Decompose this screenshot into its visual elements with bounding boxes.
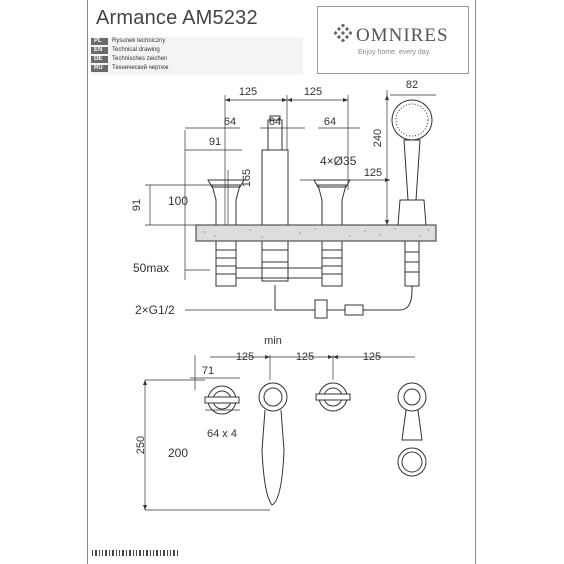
language-code: RU: [91, 65, 108, 72]
brand-logo-box: OMNIRES Enjoy home. every day.: [317, 6, 469, 74]
dim-handle-reach: 91: [209, 136, 221, 148]
language-code: EN: [91, 47, 108, 54]
middle-spout: [261, 115, 289, 282]
language-text: Technisches zeichen: [112, 56, 168, 62]
dim-handle-total: 100: [168, 194, 188, 208]
brand-name: OMNIRES: [356, 25, 449, 46]
language-legend: PL Rysunek techniczny EN Technical drawi…: [91, 37, 303, 75]
top-dimensions: [144, 355, 415, 511]
dim-min-label: min: [264, 335, 282, 347]
deck-texture: [204, 228, 429, 238]
top-dim-spacing-c: 125: [363, 351, 381, 363]
dimension-labels: 125 125 64 64 64 91 82 240 165 91 100 4×…: [131, 79, 418, 460]
dimension-arrows: [225, 95, 390, 225]
dim-spacing-a: 125: [239, 86, 257, 98]
language-text: Technical drawing: [112, 47, 160, 53]
dim-spout-height: 165: [241, 169, 253, 187]
top-left-handle: [204, 385, 240, 415]
language-row-de: DE Technisches zeichen: [91, 56, 167, 63]
dim-handle-width-2: 64: [269, 116, 281, 128]
dim-handle-height: 91: [131, 199, 143, 211]
top-dim-spout-depth: 200: [168, 446, 188, 460]
dim-spacing-c: 125: [364, 167, 382, 179]
top-dim-handle-reach: 71: [202, 365, 214, 377]
handshower: [391, 99, 433, 287]
top-dim-spacing-a: 125: [236, 351, 254, 363]
left-valve: [207, 179, 245, 287]
top-dim-handle-width: 64 x 4: [207, 428, 237, 440]
dim-deck-thickness: 50max: [133, 261, 169, 275]
language-text: Технический чертеж: [112, 65, 169, 71]
dim-holes: 4×Ø35: [320, 154, 357, 168]
brand-tagline: Enjoy home. every day.: [358, 49, 431, 56]
product-title: Armance AM5232: [96, 7, 258, 29]
top-handshower: [397, 382, 427, 477]
language-row-en: EN Technical drawing: [91, 47, 160, 54]
top-dim-total-depth: 250: [135, 436, 147, 454]
top-right-handle: [315, 382, 351, 412]
dim-connection: 2×G1/2: [135, 303, 175, 317]
dim-spacing-b: 125: [304, 86, 322, 98]
top-view: [143, 355, 427, 511]
top-dimension-arrows: [143, 355, 338, 510]
language-row-pl: PL Rysunek techniczny: [91, 38, 165, 45]
right-valve: [313, 179, 351, 287]
language-text: Rysunek techniczny: [112, 38, 166, 44]
dim-shower-height: 240: [372, 129, 384, 147]
language-row-ru: RU Технический чертеж: [91, 65, 168, 72]
language-code: PL: [91, 38, 108, 45]
dim-handle-width-3: 64: [324, 116, 336, 128]
dim-handle-width-1: 64: [224, 116, 236, 128]
top-dim-spacing-b: 125: [296, 351, 314, 363]
front-view: [145, 90, 437, 319]
connecting-pipes: [236, 267, 413, 319]
deck-plate: [195, 224, 437, 242]
omnires-diamond-emblem-icon: [334, 24, 352, 42]
dim-head-width: 82: [406, 79, 418, 91]
barcode-icon: [92, 550, 178, 556]
top-spout: [258, 382, 288, 506]
sheet-border: [87, 0, 476, 564]
language-code: DE: [91, 56, 108, 63]
front-side-dimensions: [145, 184, 272, 311]
